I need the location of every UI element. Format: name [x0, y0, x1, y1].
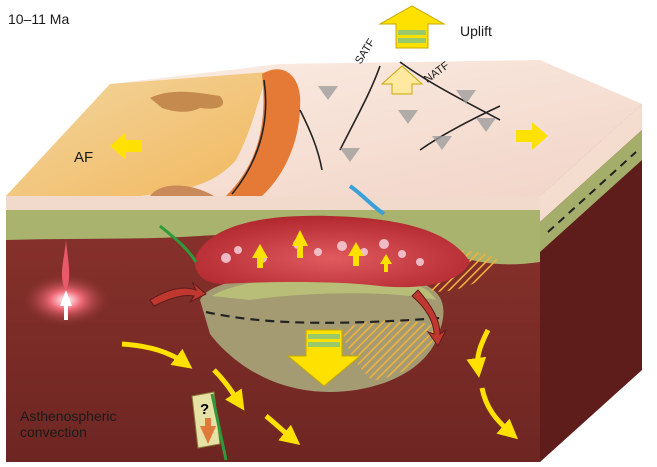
- uplift-label: Uplift: [460, 23, 492, 39]
- subsidence-arrow: [286, 329, 362, 387]
- hot-plume-arrow: [60, 290, 72, 320]
- flow-arrows: [121, 328, 519, 445]
- uplift-arrow: [378, 5, 446, 49]
- convection-label-line1: Asthenospheric: [20, 408, 117, 424]
- front-face: [6, 196, 540, 462]
- question-box: [191, 391, 228, 461]
- magma-ascent-arrows: [252, 230, 392, 272]
- age-label: 10–11 Ma: [8, 11, 70, 27]
- af-label: AF: [74, 149, 94, 166]
- af-shear-arrows: [110, 122, 548, 160]
- side-face: [540, 104, 642, 462]
- small-uplift-arrow: [380, 65, 424, 95]
- convection-label-line2: convection: [20, 424, 87, 440]
- crustal-flow-arrows: [149, 281, 448, 347]
- top-surface: [6, 60, 642, 216]
- question-mark: ?: [200, 401, 210, 418]
